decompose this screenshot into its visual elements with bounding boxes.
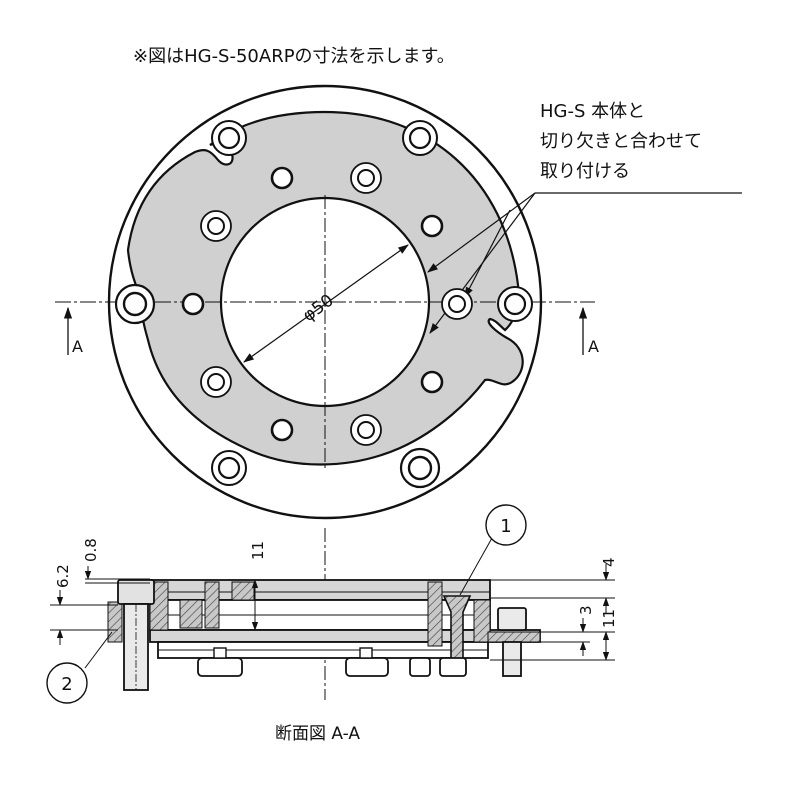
balloon-2-leader — [84, 631, 113, 669]
tapped-hole — [270, 418, 294, 442]
balloon-1 — [485, 504, 527, 546]
balloon-2 — [46, 662, 88, 704]
hatched-section — [107, 601, 123, 643]
dim-3-label: 3 — [577, 605, 595, 615]
dim-11-center-label: 11 — [249, 541, 267, 560]
counterbore-hole — [402, 120, 438, 156]
dim-0-8-label: 0.8 — [82, 538, 100, 562]
tapped-hole — [181, 292, 205, 316]
tapped-hole — [420, 370, 444, 394]
counterbore-hole — [211, 120, 247, 156]
section-marker-left: A — [72, 337, 83, 356]
callout-arrow-notch — [464, 209, 511, 298]
dim-6-2-label: 6.2 — [54, 564, 72, 588]
hatched-section — [204, 581, 220, 629]
plate-hole — [441, 288, 473, 320]
section-view: 0.8 6.2 11 4 3 11 — [46, 504, 618, 704]
callout-line-3: 取り付ける — [540, 161, 630, 182]
balloon-1-label: 1 — [500, 516, 511, 537]
right-bolt-shank — [502, 641, 522, 677]
lower-fitting-neck — [213, 647, 227, 659]
counterbore-hole — [211, 450, 247, 486]
hatched-section — [487, 631, 541, 643]
lower-fitting — [345, 657, 389, 677]
plate-hole — [200, 366, 232, 398]
balloon-2-label: 2 — [61, 674, 72, 695]
callout-arrow-upper — [427, 192, 536, 273]
hatched-section — [427, 581, 443, 647]
section-marker-right: A — [588, 337, 599, 356]
dim-11-right-label: 11 — [600, 609, 618, 628]
plate-hole — [350, 162, 382, 194]
dim-4-label: 4 — [600, 557, 618, 567]
section-caption: 断面図 A-A — [275, 724, 361, 744]
lower-fitting — [197, 657, 243, 677]
left-bolt-head — [117, 579, 155, 605]
hatched-section — [231, 581, 255, 601]
lower-fitting — [409, 657, 431, 677]
lower-fitting-neck — [359, 647, 373, 659]
diameter-dimension-line — [243, 244, 409, 363]
top-view: φ50 A A — [55, 84, 742, 520]
callout-line-2: 切り欠きと合わせて — [540, 131, 702, 152]
balloon-1-leader — [459, 537, 493, 596]
mounting-callout: HG-S 本体と 切り欠きと合わせて 取り付ける — [540, 97, 702, 187]
plate-hole — [350, 414, 382, 446]
plate-hole — [200, 210, 232, 242]
tapped-hole — [420, 214, 444, 238]
counterbore-hole — [399, 447, 441, 489]
dimension-note: ※図はHG-S-50ARPの寸法を示します。 — [133, 46, 455, 67]
counterbore-hole — [114, 283, 156, 325]
lower-fitting — [439, 657, 467, 677]
callout-line-1: HG-S 本体と — [540, 101, 646, 122]
hatched-section — [179, 599, 203, 629]
counterbore-hole — [497, 286, 533, 322]
tapped-hole — [270, 166, 294, 190]
hatched-section — [473, 599, 491, 643]
right-bolt-head — [497, 607, 527, 631]
